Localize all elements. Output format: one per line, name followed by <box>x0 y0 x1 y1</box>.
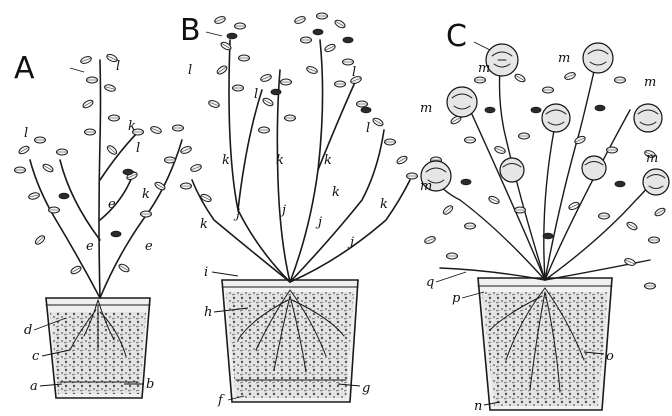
label-c-m1: m <box>478 61 490 76</box>
label-c-m3: m <box>644 75 656 90</box>
panel-letter-a: A <box>14 51 35 86</box>
label-b-f: f <box>217 393 225 408</box>
pointer-a-tip <box>70 68 84 72</box>
pointer-c-q <box>436 272 466 282</box>
label-a-e2: e <box>86 239 94 254</box>
label-c-m6: m <box>420 179 432 194</box>
label-b-k1: k <box>222 153 230 168</box>
pointer-c-tip <box>474 42 490 50</box>
label-a-c: c <box>32 349 40 364</box>
panel-letter-c: C <box>446 19 467 54</box>
label-a-e3: e <box>145 239 153 254</box>
flower-c-3 <box>447 87 477 117</box>
panel-letter-b: B <box>180 13 201 48</box>
pot-c <box>478 278 612 410</box>
label-b-k4: k <box>332 185 340 200</box>
panel-a: A <box>14 51 192 398</box>
label-b-l3: l <box>352 65 356 80</box>
label-b-k6: k <box>380 197 388 212</box>
label-b-l1: l <box>188 63 192 78</box>
pot-a <box>46 298 150 398</box>
panel-b: B <box>180 13 418 408</box>
flower-c-1 <box>486 44 518 76</box>
label-c-m4: m <box>420 101 432 116</box>
label-a-k2: k <box>142 187 150 202</box>
label-a-k1: k <box>128 119 136 134</box>
label-b-g: g <box>362 381 370 396</box>
label-a-a: a <box>30 379 38 394</box>
label-b-h: h <box>204 305 212 320</box>
label-c-n: n <box>474 399 482 414</box>
flower-c-7 <box>643 169 669 195</box>
flower-c-4 <box>542 104 570 132</box>
label-b-i: i <box>204 265 208 280</box>
label-b-j1: j <box>233 207 240 222</box>
label-a-d: d <box>24 323 32 338</box>
label-b-k5: k <box>200 217 208 232</box>
flower-c-9 <box>582 156 606 180</box>
label-b-j4: j <box>347 235 354 250</box>
label-a-b: b <box>146 377 154 392</box>
label-b-j3: j <box>315 215 322 230</box>
label-c-q: q <box>426 275 434 290</box>
label-c-m2: m <box>558 51 570 66</box>
label-c-m5: m <box>646 151 658 166</box>
label-c-o: o <box>606 349 614 364</box>
flower-c-8 <box>500 158 524 182</box>
label-a-l2: l <box>24 126 28 141</box>
leaves-b <box>181 13 418 203</box>
leaves-a <box>15 53 193 275</box>
pointer-b-i <box>212 272 238 276</box>
label-a-l1: l <box>116 59 120 74</box>
label-c-p: p <box>452 291 461 306</box>
label-b-l4: l <box>366 121 370 136</box>
label-b-k2: k <box>276 153 284 168</box>
flower-c-5 <box>634 104 662 132</box>
label-a-l3: l <box>136 141 140 156</box>
stems-a <box>30 60 182 298</box>
panel-c: C <box>420 19 669 414</box>
flower-c-2 <box>583 43 613 73</box>
label-a-e1: e <box>108 197 116 212</box>
label-b-l2: l <box>254 87 258 102</box>
pot-b <box>222 280 358 402</box>
label-b-k3: k <box>324 153 332 168</box>
pointer-b-tip <box>206 32 222 36</box>
